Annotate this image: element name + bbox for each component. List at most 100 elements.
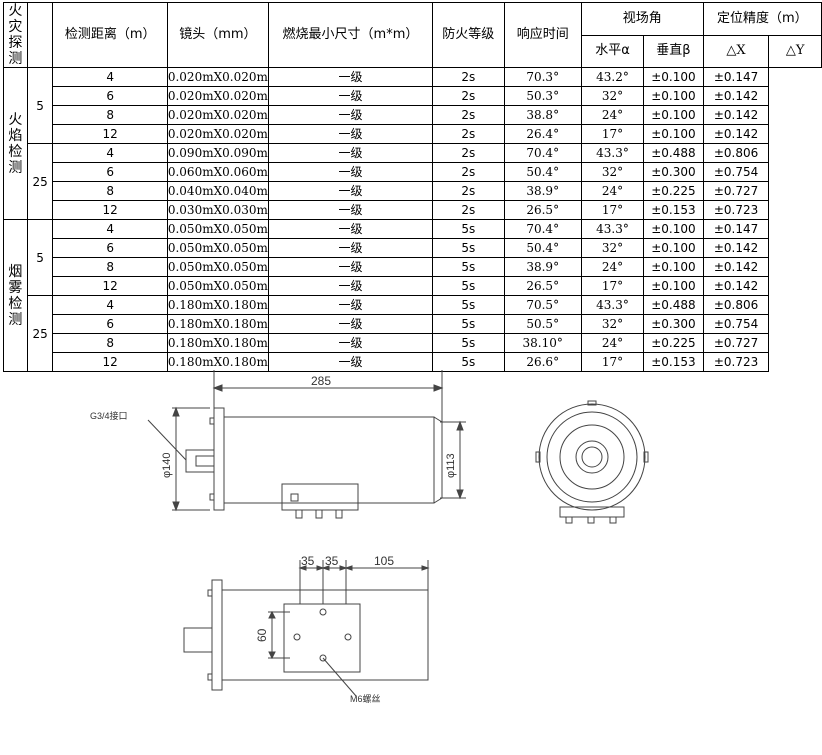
lens-cell: 8	[52, 333, 168, 353]
acc-x-cell: ±0.300	[643, 162, 704, 182]
fov-v-cell: 32°	[580, 238, 645, 258]
lens-cell: 4	[52, 67, 168, 87]
min-size-cell: 0.020mX0.020m	[166, 124, 269, 144]
lens-cell: 6	[52, 162, 168, 182]
min-size-cell: 0.030mX0.030m	[166, 200, 269, 220]
fov-h-cell: 50.4°	[503, 162, 582, 182]
fire-grade-cell: 一级	[267, 86, 434, 106]
fov-h-cell: 70.4°	[503, 143, 582, 163]
side-view-drawing: 285 φ140 φ113 G3/4接口	[90, 370, 466, 519]
acc-y-cell: ±0.754	[702, 162, 770, 182]
acc-y-cell: ±0.147	[702, 67, 770, 87]
header-fov: 视场角	[580, 2, 704, 36]
distance-cell: 5	[26, 67, 54, 144]
fov-v-cell: 32°	[580, 314, 645, 334]
fov-v-cell: 24°	[580, 105, 645, 125]
distance-cell: 25	[26, 143, 54, 220]
acc-y-cell: ±0.142	[702, 105, 770, 125]
min-size-cell: 0.180mX0.180m	[166, 295, 269, 315]
spec-table: 火灾探测 检测距离（m） 镜头（mm） 燃烧最小尺寸（m*m） 防火等级 响应时…	[3, 2, 822, 372]
fov-v-cell: 32°	[580, 162, 645, 182]
lens-cell: 12	[52, 352, 168, 372]
dim-c-label: 105	[374, 554, 394, 568]
acc-y-cell: ±0.142	[702, 276, 770, 296]
acc-x-cell: ±0.100	[643, 238, 704, 258]
fov-v-cell: 17°	[580, 200, 645, 220]
min-size-cell: 0.180mX0.180m	[166, 352, 269, 372]
fov-v-cell: 32°	[580, 86, 645, 106]
acc-y-cell: ±0.806	[702, 143, 770, 163]
acc-x-cell: ±0.100	[643, 276, 704, 296]
fire-grade-cell: 一级	[267, 276, 434, 296]
response-cell: 2s	[432, 200, 505, 220]
acc-y-cell: ±0.723	[702, 352, 770, 372]
acc-x-cell: ±0.100	[643, 105, 704, 125]
response-cell: 2s	[432, 86, 505, 106]
header-min-size: 燃烧最小尺寸（m*m）	[267, 2, 434, 68]
fov-h-cell: 26.6°	[503, 352, 582, 372]
fov-h-cell: 38.8°	[503, 105, 582, 125]
min-size-cell: 0.050mX0.050m	[166, 238, 269, 258]
acc-y-cell: ±0.727	[702, 181, 770, 201]
response-cell: 2s	[432, 124, 505, 144]
fov-h-cell: 70.4°	[503, 219, 582, 239]
header-fov-v: 垂直β	[643, 34, 704, 68]
fire-grade-cell: 一级	[267, 219, 434, 239]
acc-x-cell: ±0.100	[643, 124, 704, 144]
fire-grade-cell: 一级	[267, 67, 434, 87]
lens-cell: 4	[52, 295, 168, 315]
group-label-flame: 火焰检测	[3, 67, 28, 220]
bolt-label: M6螺丝	[350, 693, 381, 704]
response-cell: 2s	[432, 105, 505, 125]
header-distance: 检测距离（m）	[52, 2, 168, 68]
fire-grade-cell: 一级	[267, 162, 434, 182]
response-cell: 5s	[432, 314, 505, 334]
acc-y-cell: ±0.723	[702, 200, 770, 220]
thread-label: G3/4接口	[90, 410, 128, 421]
lens-cell: 8	[52, 257, 168, 277]
fire-grade-cell: 一级	[267, 314, 434, 334]
lens-cell: 8	[52, 181, 168, 201]
fov-v-cell: 43.2°	[580, 67, 645, 87]
lens-cell: 12	[52, 124, 168, 144]
group-label-smoke: 烟雾检测	[3, 219, 28, 372]
header-accuracy: 定位精度（m）	[702, 2, 822, 36]
outer-category-label: 火灾探测	[3, 2, 28, 68]
response-cell: 5s	[432, 295, 505, 315]
min-size-cell: 0.020mX0.020m	[166, 105, 269, 125]
response-cell: 5s	[432, 276, 505, 296]
acc-y-cell: ±0.754	[702, 314, 770, 334]
top-view-drawing: 35 35 105 60 M6螺丝	[183, 554, 430, 704]
dim-outer-dia-label: φ140	[161, 453, 173, 479]
acc-x-cell: ±0.488	[643, 295, 704, 315]
fov-h-cell: 70.5°	[503, 295, 582, 315]
response-cell: 2s	[432, 181, 505, 201]
acc-y-cell: ±0.806	[702, 295, 770, 315]
acc-y-cell: ±0.142	[702, 124, 770, 144]
front-view-drawing	[535, 400, 649, 524]
fov-h-cell: 38.9°	[503, 181, 582, 201]
acc-y-cell: ±0.142	[702, 86, 770, 106]
fire-grade-cell: 一级	[267, 181, 434, 201]
acc-y-cell: ±0.727	[702, 333, 770, 353]
fov-v-cell: 43.3°	[580, 295, 645, 315]
fov-h-cell: 26.4°	[503, 124, 582, 144]
header-response: 响应时间	[503, 2, 582, 68]
dim-inner-dia-label: φ113	[445, 453, 457, 478]
fov-h-cell: 26.5°	[503, 276, 582, 296]
header-acc-y: △Y	[768, 34, 822, 68]
fire-grade-cell: 一级	[267, 295, 434, 315]
dim-length-label: 285	[311, 374, 331, 388]
fire-grade-cell: 一级	[267, 200, 434, 220]
fov-h-cell: 26.5°	[503, 200, 582, 220]
